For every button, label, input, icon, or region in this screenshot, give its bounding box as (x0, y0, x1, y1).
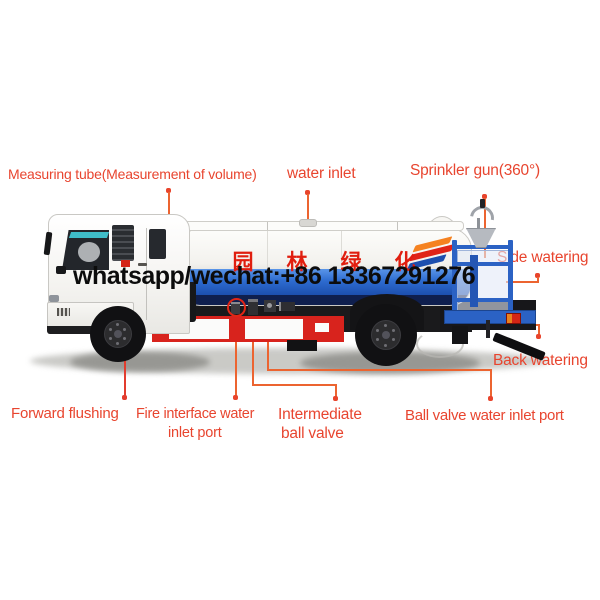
fire-interface-leader (235, 313, 237, 397)
guard-red-segment (229, 319, 245, 339)
label-sprinkler-gun: Sprinkler gun(360°) (410, 162, 540, 179)
label-forward-flushing: Forward flushing (11, 405, 119, 422)
side-watering-leader-v (537, 277, 539, 283)
front-wheel (90, 306, 146, 362)
ball-valve-inlet (264, 300, 276, 312)
valve-highlight-ring (227, 298, 246, 317)
leader-dot (305, 190, 310, 195)
windshield-teal-glint (68, 232, 109, 238)
under-chassis-box (287, 340, 317, 351)
rear-wheel (355, 304, 417, 366)
cab-quarter-window (149, 229, 166, 259)
rear-mudflap (452, 326, 468, 344)
intermediate-ball-valve (248, 299, 258, 315)
wheel-lug (116, 342, 119, 345)
rack-post (452, 240, 457, 318)
rack-hydrant-pipe (470, 255, 478, 307)
back-watering-pipe (486, 320, 490, 338)
sprinkler-gun-knob (480, 199, 485, 208)
front-bumper-lip (47, 326, 132, 334)
ball-valve-leader-h (267, 369, 492, 371)
leader-dot (536, 334, 541, 339)
wheel-lug (123, 337, 126, 340)
leader-dot (166, 188, 171, 193)
leader-dot (333, 396, 338, 401)
ball-valve-leader-v2 (490, 369, 492, 398)
label-water-inlet: water inlet (287, 165, 356, 182)
label-side-watering: Side watering (497, 249, 589, 266)
tank-navy-strip (179, 295, 471, 305)
wheel-lug (384, 324, 387, 327)
bumper-vent-grille (57, 308, 70, 316)
taillight (506, 313, 521, 324)
rear-wheel-hub (382, 331, 390, 339)
cab-door-handle (138, 263, 147, 266)
wheel-lug (123, 328, 126, 331)
leader-dot (535, 273, 540, 278)
water-inlet-leader (307, 194, 309, 232)
leader-dot (122, 395, 127, 400)
label-fire-interface-line1: Fire interface water (136, 406, 255, 422)
forward-flushing-leader (124, 344, 126, 396)
rail-joint (397, 222, 398, 230)
windshield-reflection (78, 242, 100, 262)
leader-dot (482, 194, 487, 199)
wheel-lug (376, 329, 379, 332)
guard-notch (315, 323, 329, 332)
cab-windshield (62, 230, 109, 270)
cab-brand-logo (121, 260, 130, 267)
ground-shadow-front (70, 352, 210, 372)
water-inlet-cap (299, 219, 317, 227)
tank-brand-char: 园 (232, 249, 254, 274)
watermark-text: whatsapp/wechat:+86 13367291276 (73, 262, 476, 290)
tank-brand-char: 绿 (340, 249, 362, 274)
tank-top-rail (182, 221, 464, 231)
rack-post (508, 240, 513, 318)
wheel-lug (392, 329, 395, 332)
rear-hose-loop (416, 330, 464, 358)
wheel-lug (384, 344, 387, 347)
back-watering-leader-v (538, 324, 540, 335)
label-ball-valve-water-inlet-port: Ball valve water inlet port (405, 407, 564, 424)
cab-vent-panel (112, 225, 134, 261)
rack-rail (452, 262, 513, 266)
valve-core (267, 303, 272, 308)
rack-rail (452, 298, 513, 302)
intermediate-valve-leader-h (252, 384, 337, 386)
tank-brand-char: 林 (286, 249, 308, 274)
cab-lower-mirror (56, 266, 66, 274)
intermediate-valve-leader-v2 (335, 384, 337, 398)
label-fire-interface-line2: inlet port (168, 425, 222, 441)
front-wheel-hub (114, 330, 122, 338)
cab-door-seam (146, 228, 147, 320)
wheel-lug (109, 328, 112, 331)
wheel-lug (109, 337, 112, 340)
tank-blue-band (179, 269, 471, 295)
side-watering-leader-h (506, 281, 539, 283)
rear-bumper-bar (444, 310, 536, 324)
headlight (49, 295, 59, 302)
tank-seam (267, 229, 268, 269)
label-intermediate-ball-valve-line1: Intermediate (278, 406, 362, 423)
wheel-lug (376, 338, 379, 341)
wheel-lug (392, 338, 395, 341)
label-intermediate-ball-valve-line2: ball valve (281, 425, 344, 442)
leader-dot (233, 395, 238, 400)
water-tank (178, 228, 472, 306)
rail-joint (267, 222, 268, 230)
valve-manifold (279, 302, 295, 311)
tank-brand-char: 化 (394, 249, 416, 274)
label-measuring-tube: Measuring tube(Measurement of volume) (8, 166, 257, 182)
leader-dot (488, 396, 493, 401)
tank-seam (341, 229, 342, 269)
wheel-lug (116, 323, 119, 326)
intermediate-valve-leader-v1 (252, 311, 254, 386)
